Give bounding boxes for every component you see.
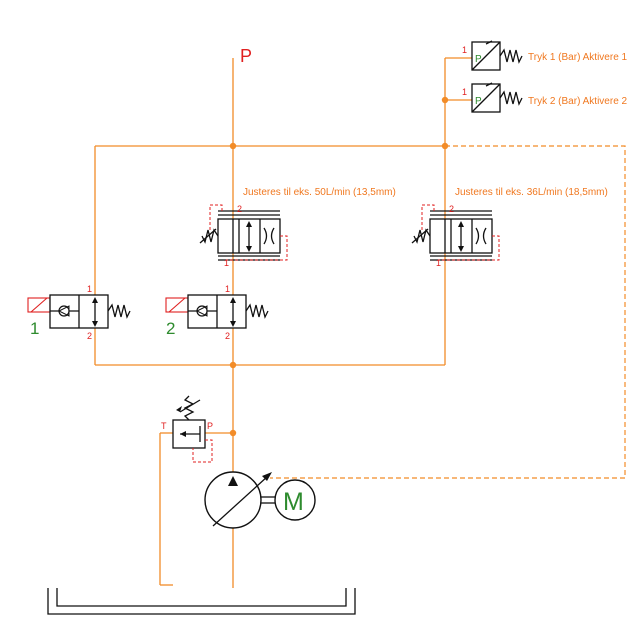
sensor-1-label: Tryk 1 (Bar) Aktivere 1 [528,52,628,63]
sensor-2-label: Tryk 2 (Bar) Aktivere 2 [528,96,628,107]
motor: M [274,479,316,521]
relief-valve: T P [161,395,213,463]
pressure-label: P [240,46,252,66]
pump [204,471,277,529]
solenoid-valve-1: 1 2 1 [27,284,131,341]
tank [47,588,356,615]
solenoid-1-port-top: 1 [87,284,92,294]
flow-valve-1-port-bottom: 1 [224,258,229,268]
solenoid-2-id: 2 [166,319,175,338]
flow-valve-2-label: Justeres til eks. 36L/min (18,5mm) [455,187,608,198]
solenoid-1-id: 1 [30,319,39,338]
flow-valve-2: Justeres til eks. 36L/min (18,5mm) 2 1 [411,187,608,268]
pilot-line [270,145,626,479]
junction-nodes [229,96,449,437]
motor-label: M [283,488,304,516]
flow-valve-2-port-bottom: 1 [436,258,441,268]
pressure-sensor-2: 1 P Tryk 2 (Bar) Aktivere 2 [462,82,628,113]
solenoid-2-port-top: 1 [225,284,230,294]
flow-valve-2-port-top: 2 [449,204,454,214]
flow-valve-1-label: Justeres til eks. 50L/min (13,5mm) [243,187,396,198]
relief-port-t: T [161,421,167,431]
relief-port-p: P [207,421,213,431]
sensor-2-port: 1 [462,87,467,97]
solenoid-valve-2: 1 2 2 [165,284,269,341]
sensor-2-symbol: P [475,96,482,107]
sensor-1-symbol: P [475,54,482,65]
flow-valve-1-port-top: 2 [237,204,242,214]
solenoid-2-port-bottom: 2 [225,331,230,341]
pressure-sensor-1: 1 P Tryk 1 (Bar) Aktivere 1 [462,40,628,71]
sensor-1-port: 1 [462,45,467,55]
flow-valve-1: Justeres til eks. 50L/min (13,5mm) 2 1 [199,187,396,268]
solenoid-1-port-bottom: 2 [87,331,92,341]
